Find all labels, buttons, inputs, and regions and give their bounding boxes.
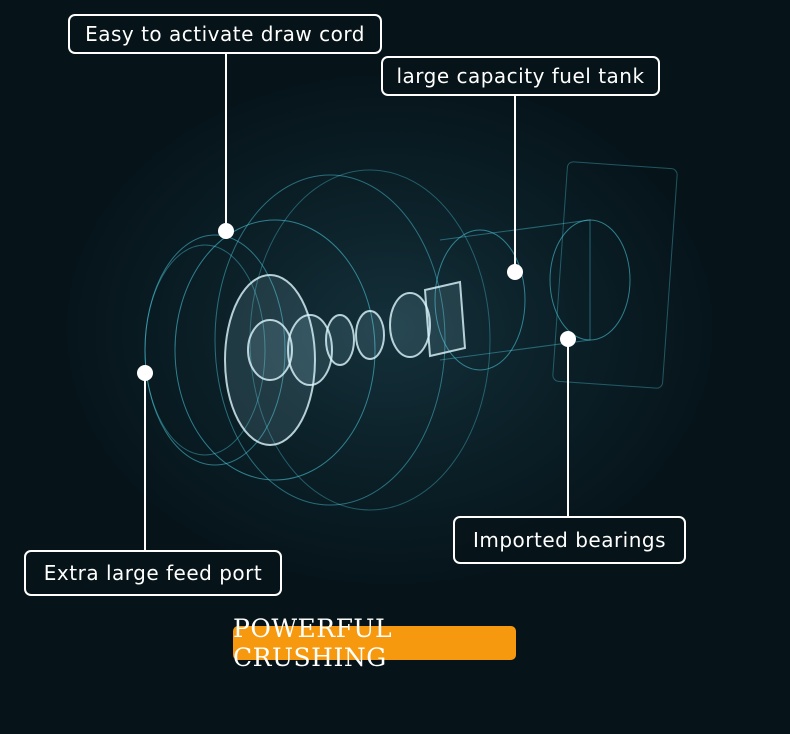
marker-dot-feed-port — [137, 365, 153, 381]
leader-line-fuel-tank — [514, 96, 516, 272]
leader-line-draw-cord — [225, 54, 227, 231]
callout-draw-cord: Easy to activate draw cord — [68, 14, 382, 54]
leader-line-feed-port — [144, 373, 146, 550]
plate — [423, 280, 467, 358]
mounting-bracket — [552, 161, 678, 389]
rear-cylinder — [549, 219, 631, 341]
leader-line-bearings — [567, 339, 569, 516]
feed-port-ring — [144, 234, 286, 466]
callout-fuel-tank: large capacity fuel tank — [381, 56, 660, 96]
lens-large — [224, 274, 316, 446]
marker-dot-bearings — [560, 331, 576, 347]
marker-dot-fuel-tank — [507, 264, 523, 280]
powerful-crushing-banner: POWERFUL CRUSHING — [233, 614, 516, 672]
marker-dot-draw-cord — [218, 223, 234, 239]
callout-feed-port: Extra large feed port — [24, 550, 282, 596]
callout-bearings: Imported bearings — [453, 516, 686, 564]
fuel-tank-ring — [434, 229, 526, 371]
